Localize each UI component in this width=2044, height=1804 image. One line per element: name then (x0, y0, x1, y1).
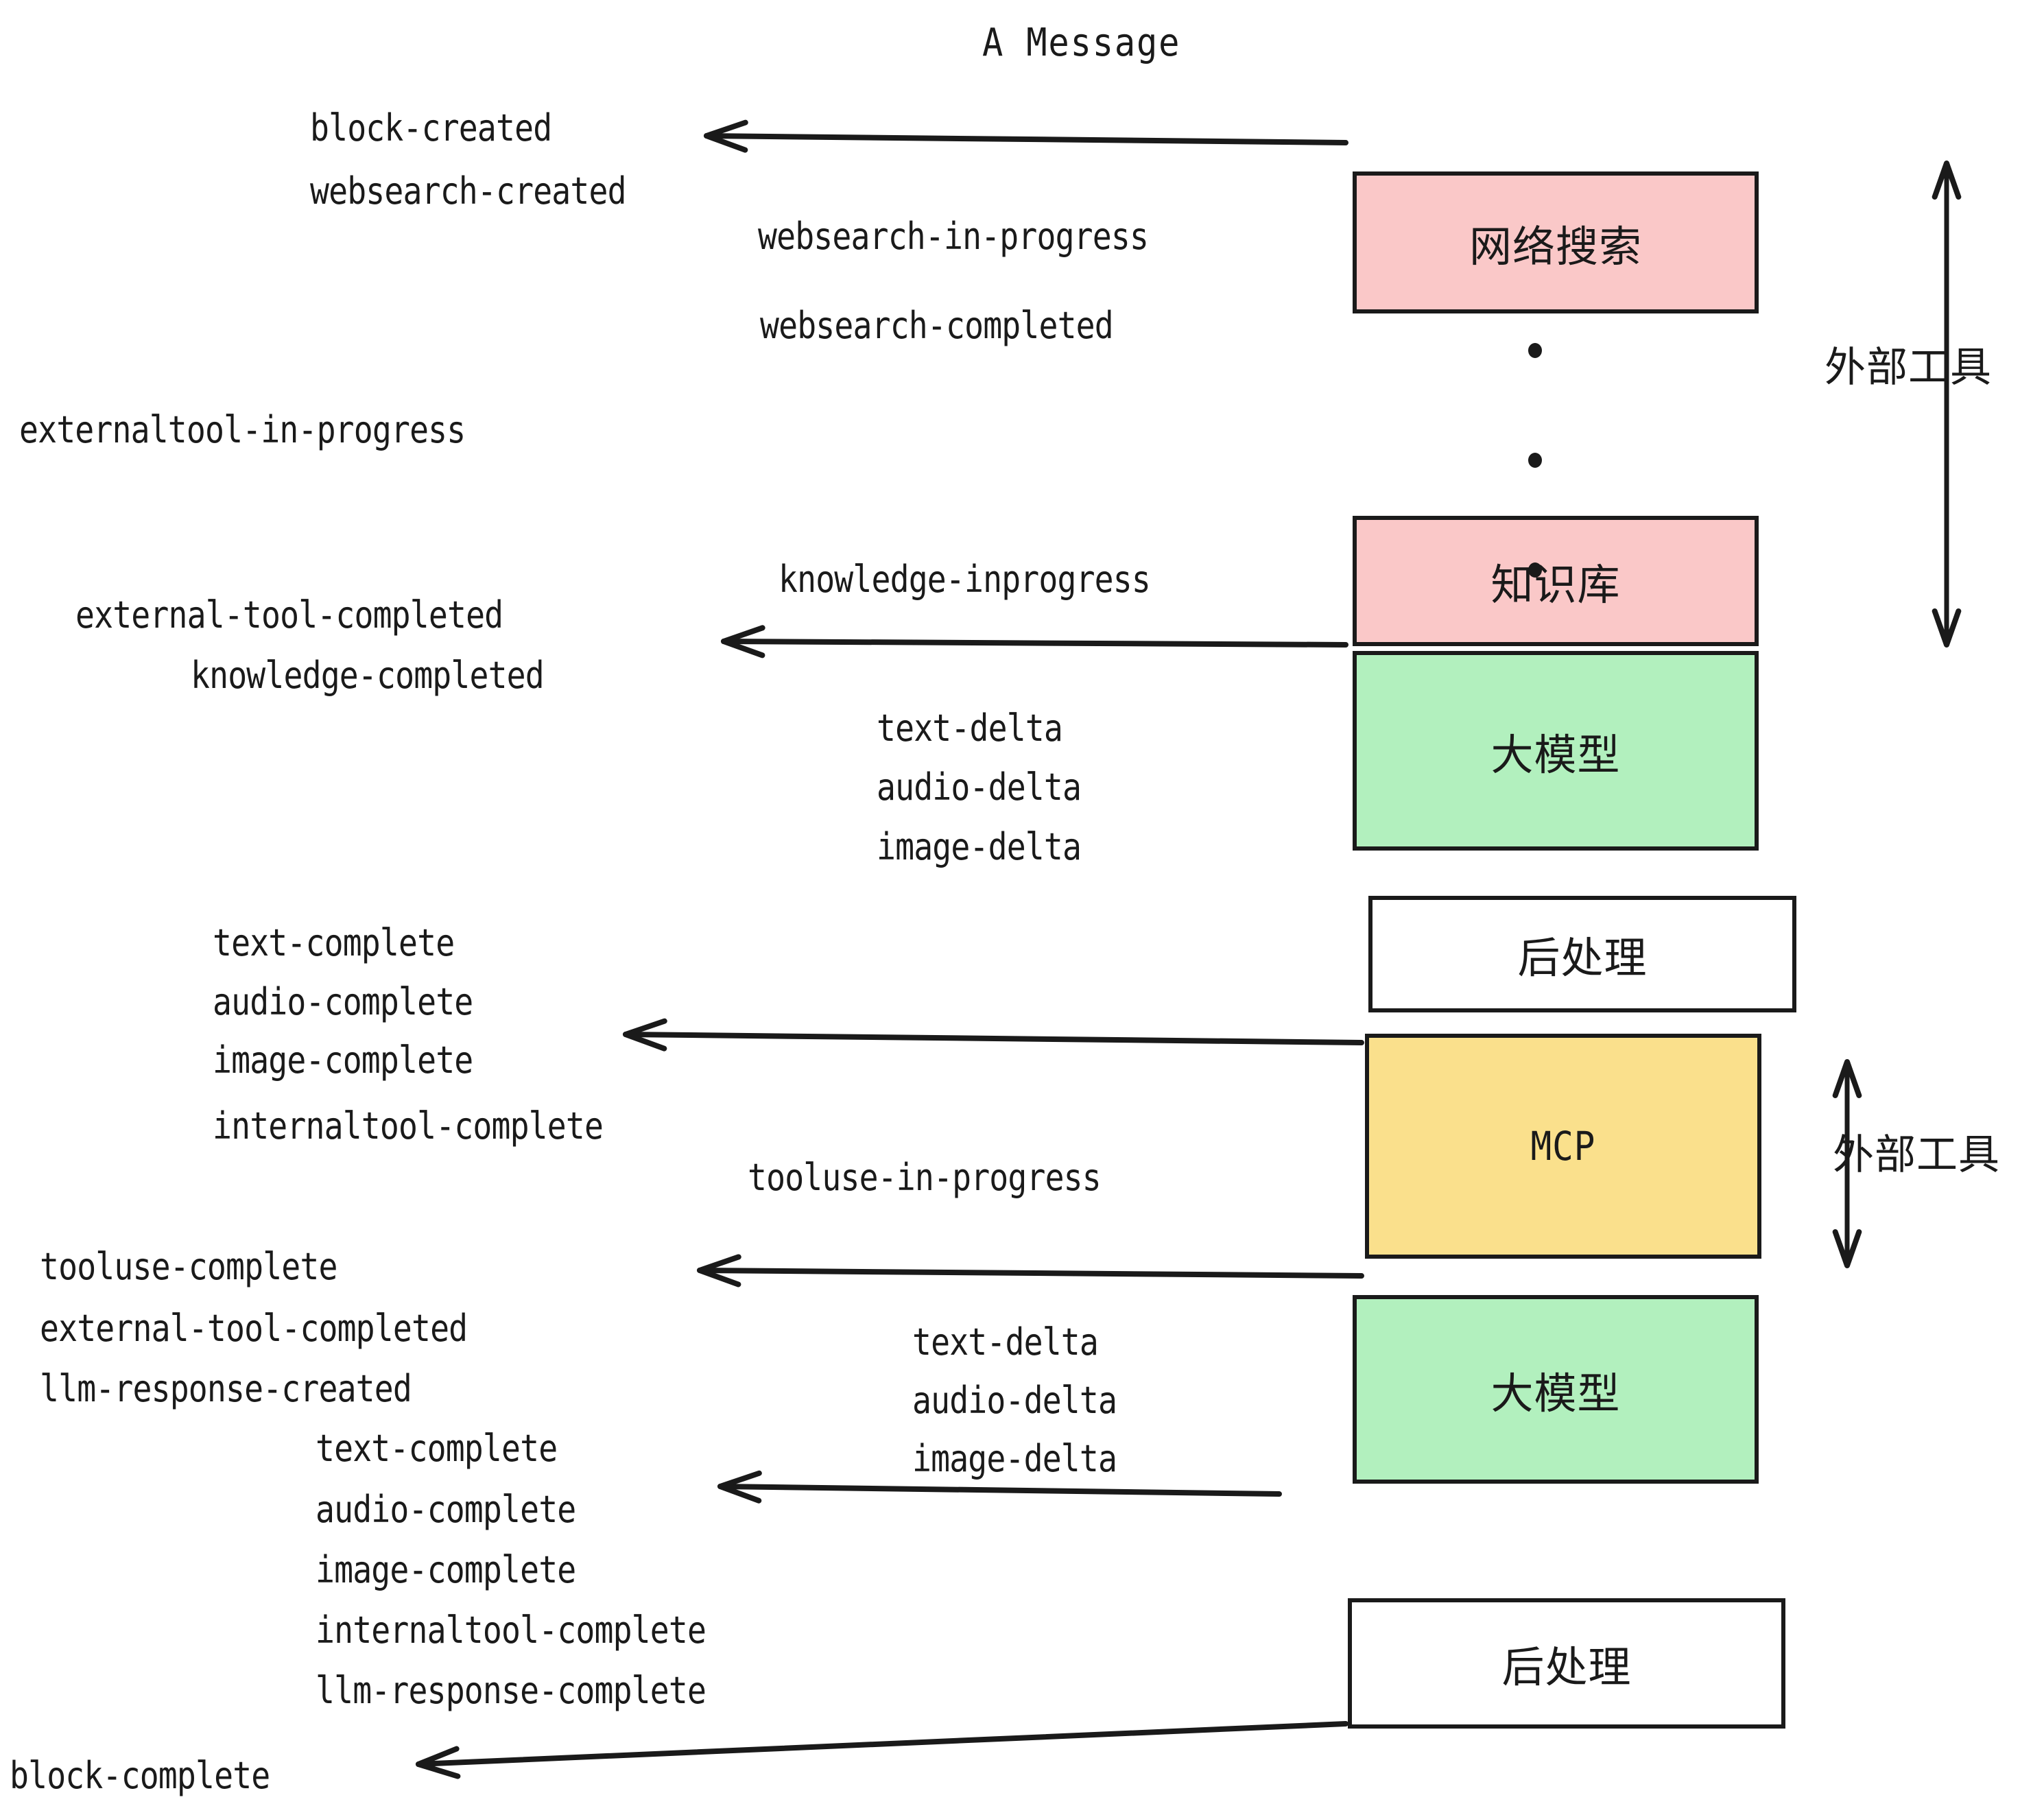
event-label: knowledge-inprogress (779, 558, 1151, 601)
node-label: 大模型 (1490, 1368, 1621, 1419)
event-label: audio-complete (213, 980, 473, 1023)
event-label: audio-delta (877, 765, 1082, 809)
node-label: 大模型 (1490, 729, 1621, 780)
node-label: 知识库 (1490, 560, 1621, 610)
event-label: internaltool-complete (213, 1104, 604, 1148)
image-complete-arrow (623, 1018, 1364, 1052)
event-label: image-delta (877, 825, 1082, 868)
event-label: external-tool-completed (75, 593, 503, 637)
block-complete-arrow (416, 1721, 1348, 1779)
vertical-ellipsis-icon (1528, 343, 1542, 578)
event-label: audio-complete (316, 1488, 576, 1531)
event-label: knowledge-completed (191, 654, 545, 697)
event-label: externaltool-in-progress (19, 408, 466, 451)
knowledge-arrow (721, 625, 1348, 658)
block-created-arrow (704, 119, 1348, 153)
node-label: MCP (1530, 1123, 1596, 1170)
event-label: websearch-completed (760, 304, 1114, 347)
event-label: external-tool-completed (40, 1307, 468, 1350)
node-label: 后处理 (1501, 1642, 1632, 1692)
node-knowledge: 知识库 (1353, 516, 1759, 646)
event-label: text-delta (912, 1320, 1099, 1364)
page-title: A Message (982, 21, 1181, 65)
tooluse-arrow (697, 1254, 1364, 1287)
group-label-external-tool: 外部工具 (1833, 1131, 2000, 1179)
event-label: block-created (310, 106, 552, 150)
event-label: llm-response-created (40, 1367, 412, 1410)
event-label: image-delta (912, 1437, 1117, 1480)
event-label: text-delta (877, 707, 1063, 750)
node-llm-top: 大模型 (1353, 651, 1759, 851)
node-mcp: MCP (1365, 1034, 1761, 1259)
node-post-bottom: 后处理 (1348, 1598, 1785, 1729)
node-llm-bottom: 大模型 (1353, 1295, 1759, 1484)
event-label: audio-delta (912, 1379, 1117, 1422)
event-label: text-complete (316, 1427, 558, 1470)
group-label-external-tool: 外部工具 (1825, 344, 1992, 392)
event-label: block-complete (10, 1754, 270, 1797)
node-post-top: 后处理 (1368, 896, 1796, 1012)
event-label: tooluse-complete (40, 1245, 337, 1288)
node-websearch: 网络搜索 (1353, 171, 1759, 313)
event-label: websearch-created (310, 169, 627, 213)
node-label: 网络搜索 (1469, 221, 1642, 272)
node-label: 后处理 (1517, 933, 1648, 983)
event-label: websearch-in-progress (758, 215, 1149, 258)
event-label: image-complete (316, 1548, 576, 1591)
event-label: llm-response-complete (316, 1669, 706, 1712)
event-label: tooluse-in-progress (748, 1156, 1102, 1199)
event-label: internaltool-complete (316, 1609, 706, 1652)
event-label: text-complete (213, 921, 455, 964)
event-label: image-complete (213, 1039, 473, 1082)
external-tool-range-top (1932, 161, 1962, 648)
